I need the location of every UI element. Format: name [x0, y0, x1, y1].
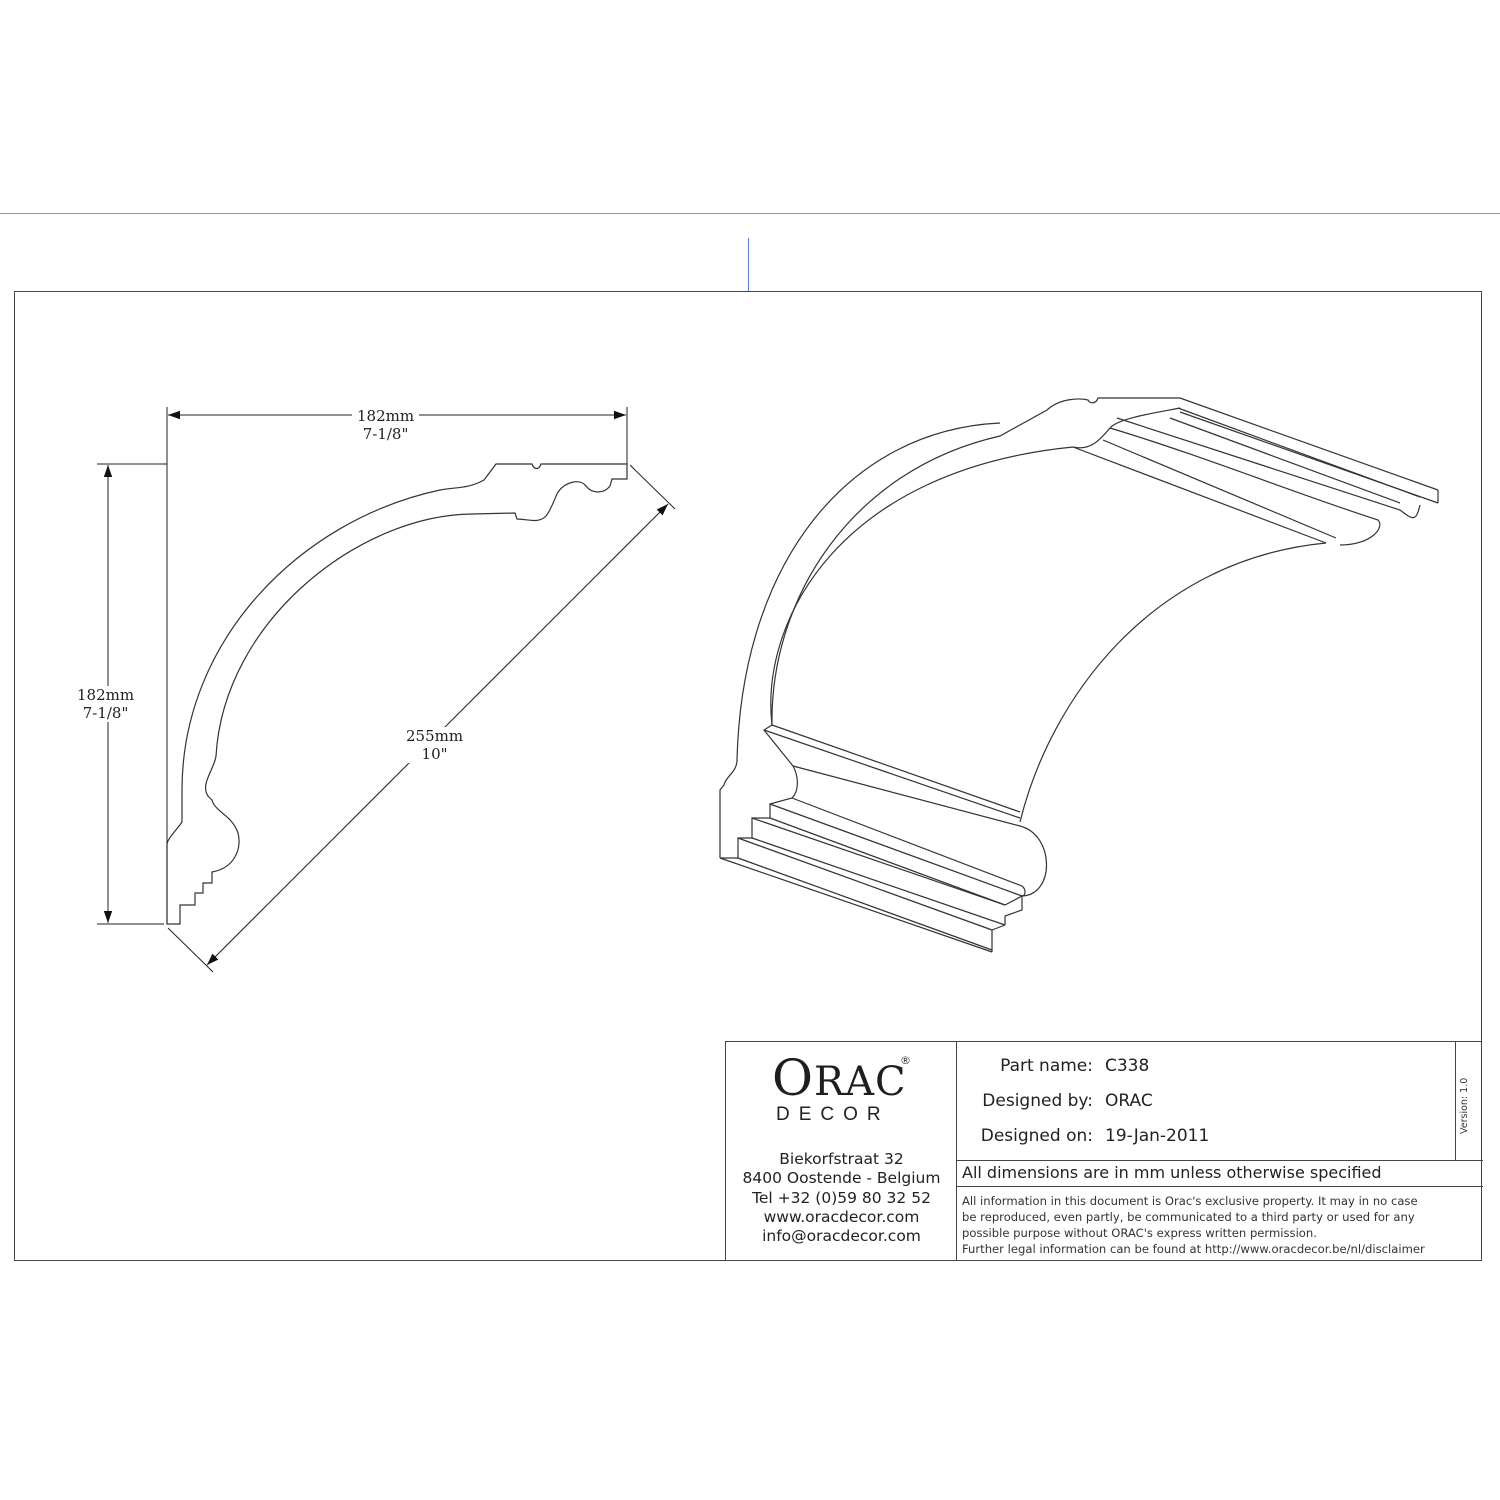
- designed-by-value: ORAC: [1105, 1091, 1153, 1111]
- designed-by-label: Designed by:: [982, 1091, 1093, 1111]
- part-name-label: Part name:: [1000, 1056, 1093, 1076]
- iso-cove-surface: [1019, 542, 1327, 823]
- guide-line-horizontal: [0, 213, 1500, 214]
- iso-top-return: [1072, 407, 1181, 449]
- title-block-company: ORAC ® DECOR Biekorfstraat 32 8400 Ooste…: [726, 1042, 957, 1261]
- logo-subtitle: DECOR: [776, 1104, 890, 1125]
- iso-cove-inner: [770, 446, 1074, 726]
- profile-outline: [166, 463, 628, 925]
- dimension-label-top: 182mm 7-1/8": [352, 407, 420, 443]
- address-email: info@oracdecor.com: [762, 1227, 921, 1246]
- address-website: www.oracdecor.com: [763, 1207, 920, 1226]
- iso-front-outline: [720, 397, 1180, 859]
- part-name-value: C338: [1105, 1056, 1150, 1076]
- dimension-label-diagonal: 255mm 10": [401, 727, 469, 763]
- logo-brand-rest: RAC: [814, 1059, 907, 1105]
- iso-left-edge: [719, 422, 1001, 858]
- divider-dimensions: [957, 1160, 1483, 1161]
- legal-line: possible purpose without ORAC's express …: [962, 1226, 1317, 1240]
- dimension-diagonal-imperial: 10": [421, 745, 448, 763]
- company-address: Biekorfstraat 32 8400 Oostende - Belgium…: [726, 1150, 957, 1246]
- dimension-left-metric: 182mm: [77, 686, 135, 704]
- guide-line-vertical: [748, 238, 749, 292]
- dimension-lines: [97, 407, 676, 973]
- extension-line-diag-a: [167, 927, 214, 973]
- version-label: Version: 1.0: [1459, 1077, 1470, 1134]
- address-street: Biekorfstraat 32: [779, 1150, 904, 1168]
- isometric-view: [719, 397, 1439, 953]
- address-city: 8400 Oostende - Belgium: [742, 1169, 941, 1188]
- designed-on-label: Designed on:: [980, 1126, 1093, 1146]
- orac-logo: ORAC: [772, 1053, 907, 1105]
- address-phone: Tel +32 (0)59 80 32 52: [752, 1188, 931, 1207]
- title-block: ORAC ® DECOR Biekorfstraat 32 8400 Ooste…: [725, 1041, 1483, 1261]
- legal-line: Further legal information can be found a…: [962, 1242, 1425, 1256]
- dimensions-note: All dimensions are in mm unless otherwis…: [962, 1163, 1382, 1182]
- divider-legal: [957, 1186, 1483, 1187]
- dimension-left-imperial: 7-1/8": [82, 704, 129, 722]
- extension-line-diag-b: [629, 464, 676, 510]
- dimension-diagonal-metric: 255mm: [406, 727, 464, 745]
- designed-on-value: 19-Jan-2011: [1105, 1126, 1210, 1146]
- registered-mark: ®: [900, 1054, 911, 1067]
- logo-brand-initial: O: [772, 1049, 814, 1107]
- title-block-info: Part name: C338 Designed by: ORAC Design…: [957, 1042, 1483, 1261]
- legal-line: be reproduced, even partly, be communica…: [962, 1210, 1415, 1224]
- dimension-label-left: 182mm 7-1/8": [72, 686, 140, 722]
- version-box: Version: 1.0: [1455, 1042, 1482, 1160]
- legal-line: All information in this document is Orac…: [962, 1194, 1418, 1208]
- legal-notice: All information in this document is Orac…: [962, 1193, 1425, 1257]
- dimension-top-metric: 182mm: [357, 407, 415, 425]
- dimension-top-imperial: 7-1/8": [362, 425, 409, 443]
- drawing-sheet-border: [14, 291, 1482, 1261]
- profile-section: [166, 463, 628, 925]
